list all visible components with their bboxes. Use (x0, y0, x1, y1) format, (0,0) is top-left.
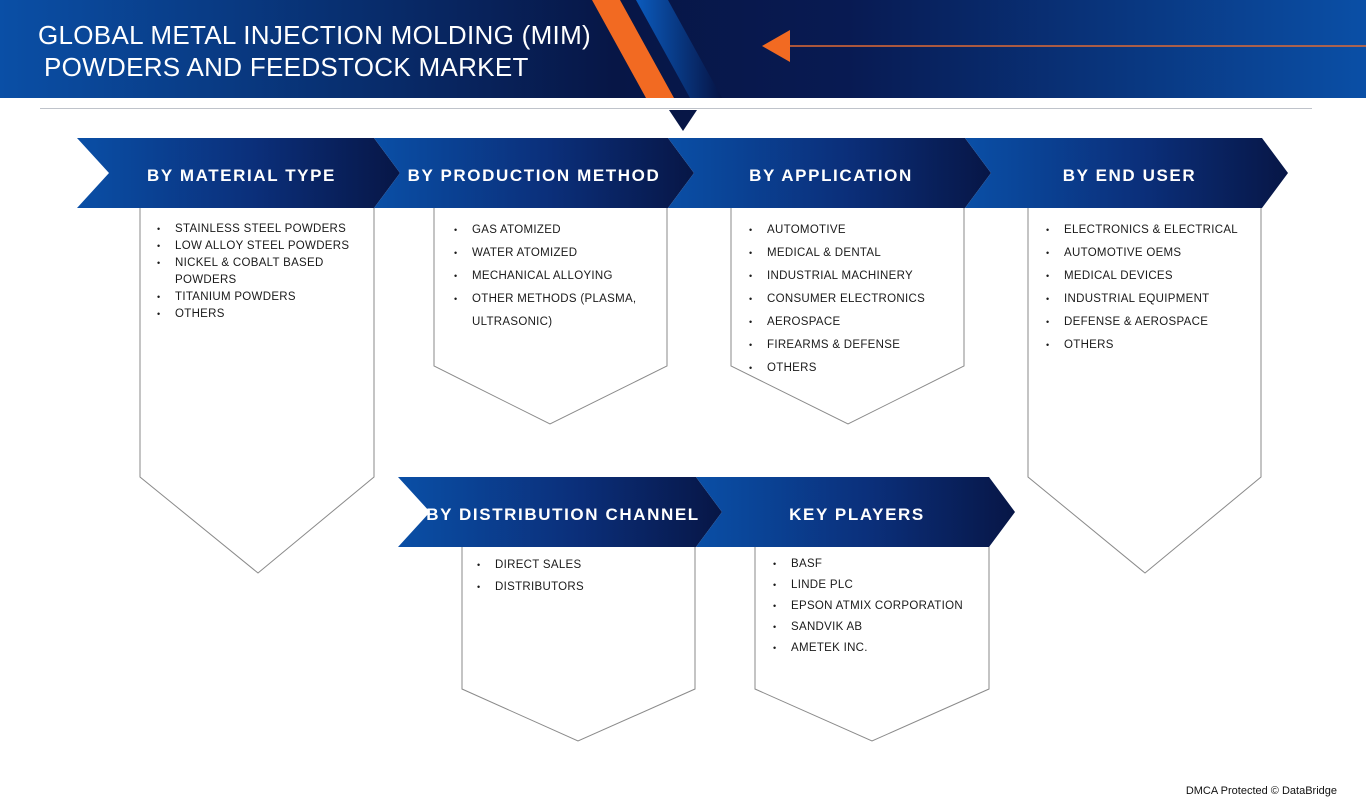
header-divider (40, 108, 1312, 109)
list-item: GAS ATOMIZED (454, 219, 659, 242)
list-item: NICKEL & COBALT BASED POWDERS (157, 255, 362, 289)
list-item: LINDE PLC (773, 575, 983, 596)
list-item: BASF (773, 554, 983, 575)
list-item: WATER ATOMIZED (454, 242, 659, 265)
list-item: DEFENSE & AEROSPACE (1046, 311, 1256, 334)
list-item: AMETEK INC. (773, 638, 983, 659)
list-item: MEDICAL DEVICES (1046, 265, 1256, 288)
copyright-footer: DMCA Protected © DataBridge (1185, 785, 1337, 797)
material-type-list: STAINLESS STEEL POWDERS LOW ALLOY STEEL … (157, 221, 362, 323)
list-item: OTHERS (749, 357, 954, 380)
list-item: ELECTRONICS & ELECTRICAL (1046, 219, 1256, 242)
list-item: AUTOMOTIVE OEMS (1046, 242, 1256, 265)
list-item: OTHER METHODS (PLASMA, ULTRASONIC) (454, 288, 659, 334)
header-orange-stripe (592, 0, 674, 98)
distribution-channel-chevron (398, 477, 722, 547)
end-user-title: BY END USER (1062, 166, 1197, 185)
list-item: CONSUMER ELECTRONICS (749, 288, 954, 311)
page-title-line-2: POWDERS AND FEEDSTOCK MARKET (44, 52, 529, 82)
production-method-title: BY PRODUCTION METHOD (407, 166, 661, 185)
application-list: AUTOMOTIVE MEDICAL & DENTAL INDUSTRIAL M… (749, 219, 954, 380)
list-item: LOW ALLOY STEEL POWDERS (157, 238, 362, 255)
list-item: OTHERS (157, 306, 362, 323)
list-item: TITANIUM POWDERS (157, 289, 362, 306)
list-item: INDUSTRIAL EQUIPMENT (1046, 288, 1256, 311)
production-method-chevron (374, 138, 694, 208)
distribution-channel-title: BY DISTRIBUTION CHANNEL (426, 505, 700, 524)
list-item: AUTOMOTIVE (749, 219, 954, 242)
production-method-list: GAS ATOMIZED WATER ATOMIZED MECHANICAL A… (454, 219, 659, 334)
header-stripe (636, 0, 722, 98)
list-item: MECHANICAL ALLOYING (454, 265, 659, 288)
header-background (0, 0, 1366, 98)
key-players-chevron (696, 477, 1015, 547)
header-banner: GLOBAL METAL INJECTION MOLDING (MIM) POW… (0, 0, 1366, 98)
list-item: INDUSTRIAL MACHINERY (749, 265, 954, 288)
end-user-chevron (965, 138, 1288, 208)
application-chevron (668, 138, 991, 208)
list-item: SANDVIK AB (773, 617, 983, 638)
application-title: BY APPLICATION (749, 166, 913, 185)
distribution-channel-list: DIRECT SALES DISTRIBUTORS (477, 554, 682, 598)
list-item: MEDICAL & DENTAL (749, 242, 954, 265)
list-item: OTHERS (1046, 334, 1256, 357)
arrow-head-icon (762, 30, 790, 62)
header-pointer-icon (669, 110, 697, 131)
end-user-list: ELECTRONICS & ELECTRICAL AUTOMOTIVE OEMS… (1046, 219, 1256, 357)
key-players-list: BASF LINDE PLC EPSON ATMIX CORPORATION S… (773, 554, 983, 659)
list-item: AEROSPACE (749, 311, 954, 334)
key-players-title: KEY PLAYERS (789, 505, 925, 524)
list-item: FIREARMS & DEFENSE (749, 334, 954, 357)
list-item: DIRECT SALES (477, 554, 682, 576)
material-type-title: BY MATERIAL TYPE (146, 166, 336, 185)
list-item: EPSON ATMIX CORPORATION (773, 596, 983, 617)
list-item: DISTRIBUTORS (477, 576, 682, 598)
list-item: STAINLESS STEEL POWDERS (157, 221, 362, 238)
material-type-chevron (77, 138, 400, 208)
page-title-line-1: GLOBAL METAL INJECTION MOLDING (MIM) (38, 20, 591, 50)
